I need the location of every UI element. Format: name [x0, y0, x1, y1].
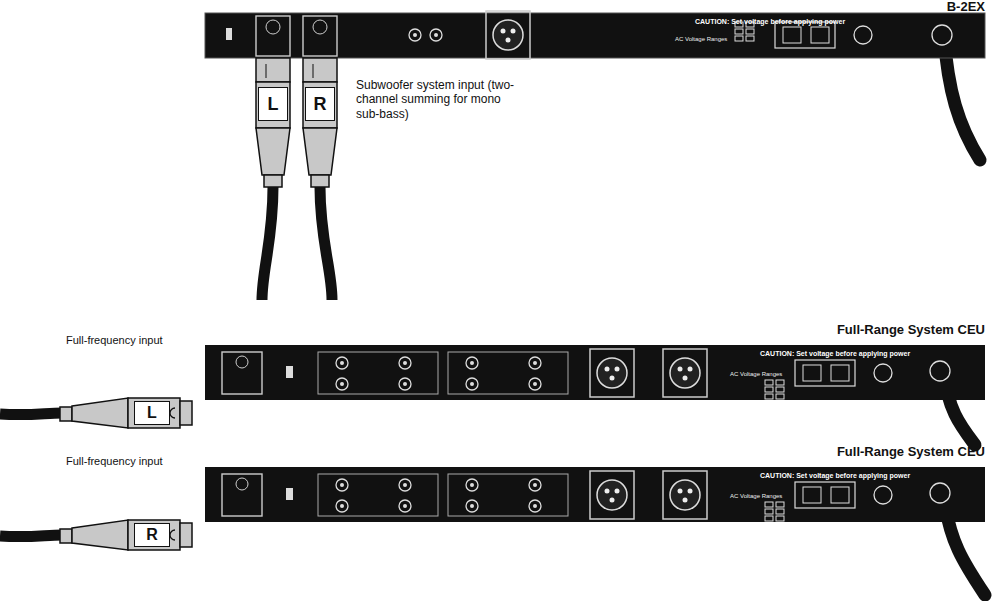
controller-unit: Full-Range System CEU CAUTION: Set voltag…	[205, 445, 985, 522]
input-note: Full-frequency input	[66, 334, 196, 347]
voltage-label: AC Voltage Ranges	[675, 36, 727, 43]
voltage-label: AC Voltage Ranges	[730, 493, 782, 500]
unit-heading: Full-Range System CEU	[837, 445, 985, 460]
xlr-plug-label: L	[258, 87, 288, 121]
unit-heading: Full-Range System CEU	[837, 323, 985, 338]
unit-heading: B-2EX	[947, 0, 985, 15]
channel-letter: L	[268, 95, 279, 113]
xlr-plug-label: R	[305, 87, 335, 121]
channel-letter: R	[146, 527, 158, 543]
controller-unit: Full-Range System CEU CAUTION: Set voltag…	[205, 323, 985, 400]
caution-note: CAUTION: Set voltage before applying pow…	[695, 18, 845, 26]
xlr-plug-label: R	[134, 523, 170, 547]
amplifier-unit: B-2EX CAUTION: Set voltage before applyin…	[205, 0, 985, 58]
channel-letter: L	[147, 405, 157, 421]
voltage-label: AC Voltage Ranges	[730, 371, 782, 378]
caution-note: CAUTION: Set voltage before applying pow…	[760, 472, 910, 480]
channel-letter: R	[314, 95, 327, 113]
caution-note: CAUTION: Set voltage before applying pow…	[760, 350, 910, 358]
xlr-plug-label: L	[134, 401, 170, 425]
input-note: Full-frequency input	[66, 455, 196, 468]
input-note: Subwoofer system input (two-channel summ…	[356, 78, 526, 121]
